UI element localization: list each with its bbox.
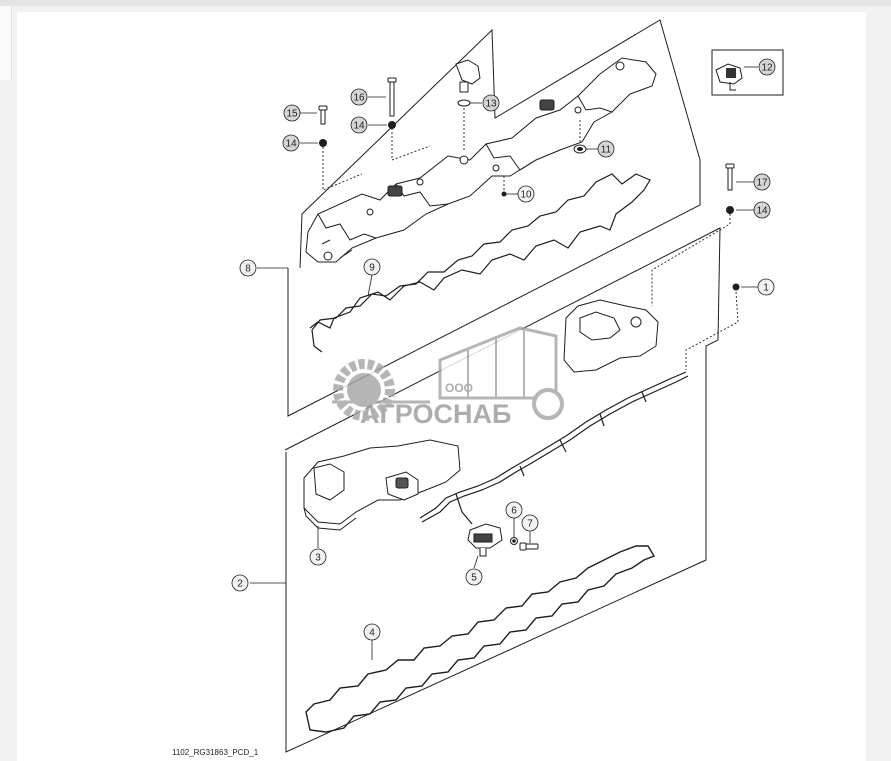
callout-c5: 5 [465,568,483,586]
callout-label: 10 [520,190,532,201]
figure-code: 1102_RG31863_PCD_1 [172,748,259,757]
rocker-cover-part-8 [305,57,657,263]
washer-part-6 [510,537,518,545]
bolt-part-7 [519,542,539,551]
grommet-part-11 [573,144,587,154]
callout-label: 7 [527,519,533,530]
callout-label: 8 [245,264,251,275]
wiring-harness [419,371,689,525]
watermark-logo: ООО АГРОСНАБ [332,326,564,429]
upper-right-cover-section [563,299,659,373]
callout-c1: 1 [757,278,775,296]
watermark-company: АГРОСНАБ [360,399,511,429]
callout-c6: 6 [505,501,523,519]
valve-cover-part-3 [303,439,461,531]
group-8-frame [287,19,701,417]
callout-label: 1 [763,283,769,294]
gasket-part-4 [305,545,656,733]
dashed-assembly-lines [322,108,739,370]
callout-c10: 10 [517,185,535,203]
callout-label: 12 [761,63,773,74]
callout-c14c: 14 [753,201,771,219]
callout-c14b: 14 [350,116,368,134]
callout-label: 3 [315,553,321,564]
callout-c7: 7 [521,514,539,532]
callout-label: 13 [485,99,497,110]
callout-c8: 8 [239,259,257,277]
callout-c12: 12 [758,58,776,76]
callout-label: 5 [471,573,477,584]
callout-c4: 4 [363,623,381,641]
callout-c13: 13 [482,94,500,112]
washers-part-14 [319,121,734,214]
group-2-frame [284,227,721,753]
callout-label: 6 [511,506,517,517]
callout-c3: 3 [309,548,327,566]
callout-label: 2 [237,579,243,590]
callout-label: 4 [369,628,375,639]
callout-label: 9 [369,263,375,274]
callout-c16: 16 [350,88,368,106]
bolt-part-15 [318,105,328,125]
callout-c9: 9 [363,258,381,276]
callout-c2: 2 [231,574,249,592]
watermark-prefix: ООО [445,381,473,395]
callout-label: 14 [353,121,365,132]
top-strip [0,0,891,6]
left-gutter [0,6,12,80]
callout-c15: 15 [283,104,301,122]
callout-label: 17 [756,178,768,189]
callout-c17: 17 [753,173,771,191]
callout-label: 14 [285,139,297,150]
nut-part-1 [732,283,740,291]
fitting-part-13-elbow [455,59,481,107]
callout-label: 11 [601,145,612,156]
gasket-part-9 [309,173,651,353]
sensor-part-5 [467,523,503,557]
leader-lines [250,66,758,660]
bolt-part-16 [387,77,397,117]
bolt-part-17 [725,163,735,191]
callout-c14a: 14 [282,134,300,152]
callout-label: 15 [286,109,298,120]
callout-c11: 11 [597,140,615,158]
callout-label: 16 [353,93,365,104]
plug-part-10 [501,191,507,197]
callout-label: 14 [756,206,768,217]
